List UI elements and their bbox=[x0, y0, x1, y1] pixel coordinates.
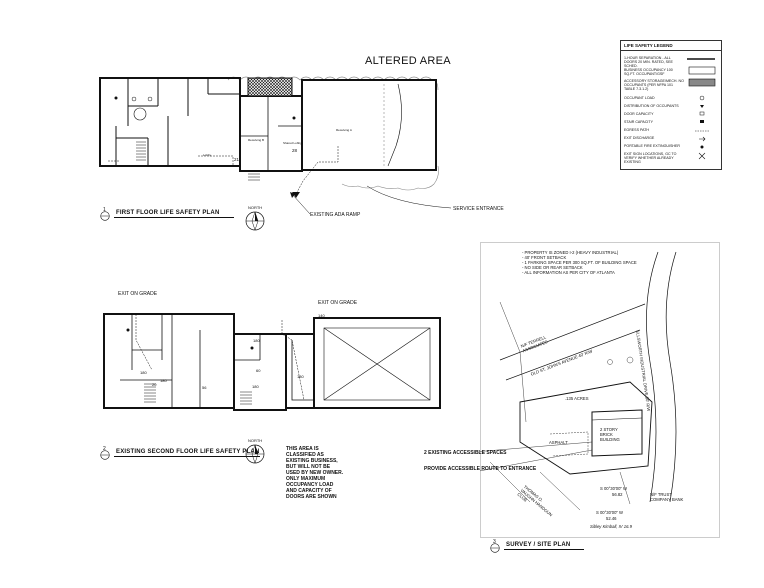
occupant-load-60: 60 bbox=[256, 368, 261, 373]
legend-row-storage: ACCESSORY STORAGE/MECH. NO OCCUPANTS (PE… bbox=[624, 79, 684, 92]
wall-right-block bbox=[301, 79, 437, 171]
site-note-side: - NO SIDE OR REAR SETBACK bbox=[522, 265, 583, 270]
accessible-route-note: PROVIDE ACCESSIBLE ROUTE TO ENTRANCE bbox=[424, 466, 537, 472]
site-notes: - PROPERTY IS ZONED I-2 (HEAVY INDUSTRIA… bbox=[522, 250, 637, 275]
door-capacity-180-a: 180 bbox=[253, 338, 260, 343]
door-capacity-140: 140 bbox=[318, 313, 325, 318]
svg-text:Lobby: Lobby bbox=[203, 153, 212, 157]
site-note-parking: - 1 PARKING SPACE PER 300 SQ.FT. OF BUIL… bbox=[522, 260, 637, 265]
north-arrow-icon bbox=[245, 211, 265, 231]
plan-2-underline bbox=[114, 456, 260, 457]
site-note-setback: - 40' FRONT SETBACK bbox=[522, 255, 567, 260]
plan-1-underline bbox=[114, 217, 234, 218]
exit-on-grade-left: EXIT ON GRADE bbox=[118, 291, 158, 297]
plan-3-underline bbox=[504, 549, 584, 550]
surveyor-signature: Sibley Kimball, IV 16.9 bbox=[590, 524, 632, 529]
occupant-load-56: 56 bbox=[202, 385, 207, 390]
bearing-2: S 00°30'00" W bbox=[596, 510, 624, 515]
legend-row-extinguisher: PORTABLE FIRE EXTINGUISHER bbox=[624, 144, 680, 148]
legend-row-occupant-load: OCCUPANT LOAD bbox=[624, 96, 655, 100]
plan-1-title: FIRST FLOOR LIFE SAFETY PLAN bbox=[116, 210, 220, 216]
ada-ramp-label: EXISTING ADA RAMP bbox=[310, 212, 361, 218]
site-plan bbox=[480, 242, 720, 538]
bearing-1: S 00°30'00" W bbox=[600, 486, 628, 491]
altered-area-label: ALTERED AREA bbox=[365, 55, 451, 67]
svg-text:Receiving B: Receiving B bbox=[248, 138, 264, 142]
exit-on-grade-right: EXIT ON GRADE bbox=[318, 300, 358, 306]
ramp-leader bbox=[290, 192, 311, 215]
mech-room-hatched bbox=[247, 77, 293, 97]
legend-title: LIFE SAFETY LEGEND bbox=[621, 41, 721, 51]
legend-row-exit-sign: EXIT SIGN LOCATIONS, GC TO VERIFY WHETHE… bbox=[624, 152, 677, 165]
wall-right-block bbox=[313, 317, 441, 409]
door-capacity-180-c: 180 bbox=[160, 378, 167, 383]
first-floor-plan: Lobby Receiving B Shared Lobby Receiving… bbox=[99, 76, 439, 198]
legend-symbols bbox=[687, 58, 716, 160]
occupant-load-20: 20 bbox=[152, 382, 157, 387]
accessible-spaces-note: 2 EXISTING ACCESSIBLE SPACES bbox=[424, 450, 507, 456]
second-floor-plan bbox=[103, 313, 441, 411]
legend-row-door-capacity: DOOR CAPACITY bbox=[624, 112, 654, 116]
site-note-info: - ALL INFORMATION AS PER CITY OF ATLANTA bbox=[522, 270, 615, 275]
revision-cloud-bottom bbox=[341, 165, 439, 191]
life-safety-legend: LIFE SAFETY LEGEND 1-HOUR SEPARATION - A… bbox=[620, 40, 722, 170]
owner-trust-bank: N/F TRUST COMPANY BANK bbox=[650, 492, 684, 502]
door-capacity-180-b: 180 bbox=[140, 370, 147, 375]
plan-2-bubble: 2 bbox=[100, 446, 112, 460]
wall-left-block bbox=[99, 77, 241, 167]
north-arrow-icon bbox=[245, 444, 265, 464]
lot-acres: .135 ACRES bbox=[565, 396, 589, 401]
distance-1: 56.82 bbox=[612, 492, 623, 497]
plan-3-bubble: 3 bbox=[490, 539, 502, 553]
door-capacity-180-d: 180 bbox=[252, 384, 259, 389]
occupant-load-21: 21 bbox=[234, 157, 240, 162]
service-leader bbox=[366, 185, 452, 209]
legend-row-stair-capacity: STAIR CAPACITY bbox=[624, 120, 654, 124]
building-label: 2 STORY BRICK BUILDING bbox=[600, 427, 620, 442]
wall-middle-block bbox=[239, 95, 303, 172]
svg-text:Receiving A: Receiving A bbox=[336, 128, 352, 132]
legend-row-egress-path: EGRESS PATH bbox=[624, 128, 650, 132]
plan-2-title: EXISTING SECOND FLOOR LIFE SAFETY PLAN bbox=[116, 449, 260, 455]
legend-row-separation: 1-HOUR SEPARATION - ALL DOORS 20 MIN. RA… bbox=[624, 56, 673, 69]
door-capacity-180-e: 180 bbox=[297, 374, 304, 379]
svg-text:Shared Lobby: Shared Lobby bbox=[283, 141, 302, 145]
asphalt-label: ASPHALT bbox=[549, 440, 568, 445]
occupant-load-28: 28 bbox=[292, 148, 298, 153]
wall-left-block bbox=[103, 313, 235, 409]
plan-1-bubble: 1 bbox=[100, 207, 112, 221]
site-note-zoning: - PROPERTY IS ZONED I-2 (HEAVY INDUSTRIA… bbox=[522, 250, 619, 255]
service-entrance-label: SERVICE ENTRANCE bbox=[453, 206, 504, 212]
legend-row-distribution: DISTRIBUTION OF OCCUPANTS bbox=[624, 104, 679, 108]
legend-row-business: BUSINESS OCCUPANCY 100 SQ.FT. OCCUPANT/G… bbox=[624, 68, 673, 77]
north-label-2: NORTH bbox=[248, 438, 263, 443]
distance-2: 52.46 bbox=[606, 516, 617, 521]
north-label-1: NORTH bbox=[248, 205, 263, 210]
existing-business-note: THIS AREA IS CLASSIFIED AS EXISTING BUSI… bbox=[286, 446, 344, 500]
legend-row-exit-discharge: EXIT DISCHARGE bbox=[624, 136, 655, 140]
plan-3-title: SURVEY / SITE PLAN bbox=[506, 542, 571, 548]
